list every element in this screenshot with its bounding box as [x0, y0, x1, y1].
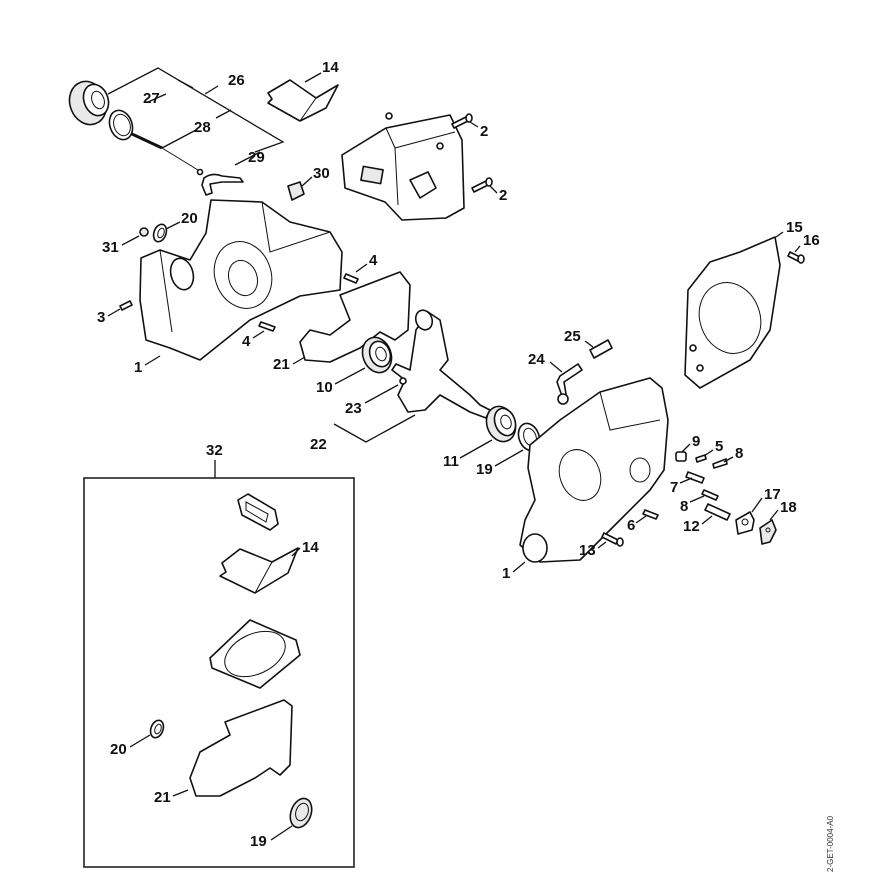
spur-gear-part	[68, 80, 110, 126]
stud-8-lower-part	[701, 489, 719, 501]
callout-31: 31	[102, 239, 119, 256]
callout-16: 16	[803, 232, 820, 249]
callout-18: 18	[780, 499, 797, 516]
stud-8-upper-part	[712, 458, 728, 469]
cover-plate-15-part	[684, 236, 781, 389]
oil-seal-19-kit-part	[289, 797, 313, 829]
plate-17-part	[735, 511, 755, 535]
fitting-25-part	[589, 339, 613, 359]
callout-9: 9	[692, 433, 700, 450]
callout-15: 15	[786, 219, 803, 236]
washer-27-part	[108, 109, 134, 141]
callout-13: 13	[579, 542, 596, 559]
callout-27: 27	[143, 90, 160, 107]
rod-28-part	[131, 132, 204, 176]
callout-2-upper: 2	[480, 123, 488, 140]
callout-21-kit: 21	[154, 789, 171, 806]
clip-18-part	[759, 519, 777, 545]
muffler-part	[341, 112, 465, 221]
callout-6: 6	[627, 517, 635, 534]
oil-seal-20-kit-part	[149, 719, 165, 739]
sleeve-9-part	[675, 451, 687, 462]
callout-19-kit: 19	[250, 833, 267, 850]
leader-lines	[107, 72, 801, 841]
dowel-pin-4-lower-part	[258, 321, 276, 332]
document-id: 2-GET-0004-A0	[826, 815, 835, 872]
dowel-pin-4-upper-part	[343, 273, 359, 284]
callout-14-kit: 14	[302, 539, 319, 556]
callout-21-top: 21	[273, 356, 290, 373]
heat-shield-14-part	[267, 79, 339, 122]
callout-20-kit: 20	[110, 741, 127, 758]
bracket-22-lines	[333, 414, 416, 443]
callout-24: 24	[528, 351, 545, 368]
callout-11: 11	[443, 453, 459, 470]
callout-10: 10	[316, 379, 333, 396]
callout-25: 25	[564, 328, 581, 345]
callout-8-upper: 8	[735, 445, 743, 462]
callout-32: 32	[206, 442, 223, 459]
screw-2-lower-part	[471, 177, 493, 193]
oil-seal-20-upper-part	[152, 223, 168, 243]
muffler-gasket-part	[237, 493, 279, 531]
stud-7-part	[685, 471, 705, 484]
callout-26: 26	[228, 72, 245, 89]
callout-7: 7	[670, 479, 678, 496]
crankshaft-22-part	[391, 309, 491, 419]
callout-17: 17	[764, 486, 781, 503]
clip-29-part	[201, 173, 244, 196]
cylinder-gasket-part	[209, 619, 301, 689]
gasket-21-kit-part	[189, 699, 293, 797]
heat-shield-14-kit-part	[219, 547, 299, 594]
callout-4-lower: 4	[242, 333, 251, 350]
callout-2-lower: 2	[499, 187, 507, 204]
callout-29: 29	[248, 149, 265, 166]
screw-13-part	[601, 532, 624, 547]
stud-12-part	[704, 503, 731, 521]
tube-24-part	[556, 363, 583, 405]
callout-23: 23	[345, 400, 362, 417]
nut-31-part	[139, 227, 149, 237]
callout-3: 3	[97, 309, 105, 326]
callout-1-right: 1	[502, 565, 510, 582]
gasket-21-upper-part	[299, 271, 411, 363]
plug-3-part	[119, 300, 133, 311]
stud-6-part	[642, 509, 659, 520]
callout-12: 12	[683, 518, 700, 535]
callout-labels: 26 27 28 29 14 30 2 2 31 20 3 4 4 1 21 1…	[97, 59, 820, 850]
callout-19-top: 19	[476, 461, 493, 478]
callout-1-left: 1	[134, 359, 142, 376]
callout-4-upper: 4	[369, 252, 378, 269]
pin-5-part	[695, 454, 707, 463]
callout-14-top: 14	[322, 59, 339, 76]
callout-5: 5	[715, 438, 723, 455]
crankcase-right-part	[519, 377, 669, 563]
bearing-10-part	[361, 336, 393, 374]
callout-30: 30	[313, 165, 330, 182]
screw-2-upper-part	[451, 113, 473, 129]
crankcase-left-part	[139, 199, 343, 361]
bracket-26-lines	[107, 67, 285, 166]
screw-16-part	[787, 251, 805, 264]
grommet-30-part	[287, 181, 305, 201]
callout-22: 22	[310, 436, 327, 453]
bearing-11-part	[485, 405, 517, 443]
callout-20-top: 20	[181, 210, 198, 227]
callout-28: 28	[194, 119, 211, 136]
callout-8-lower: 8	[680, 498, 688, 515]
gasket-set-32-box	[83, 460, 355, 868]
